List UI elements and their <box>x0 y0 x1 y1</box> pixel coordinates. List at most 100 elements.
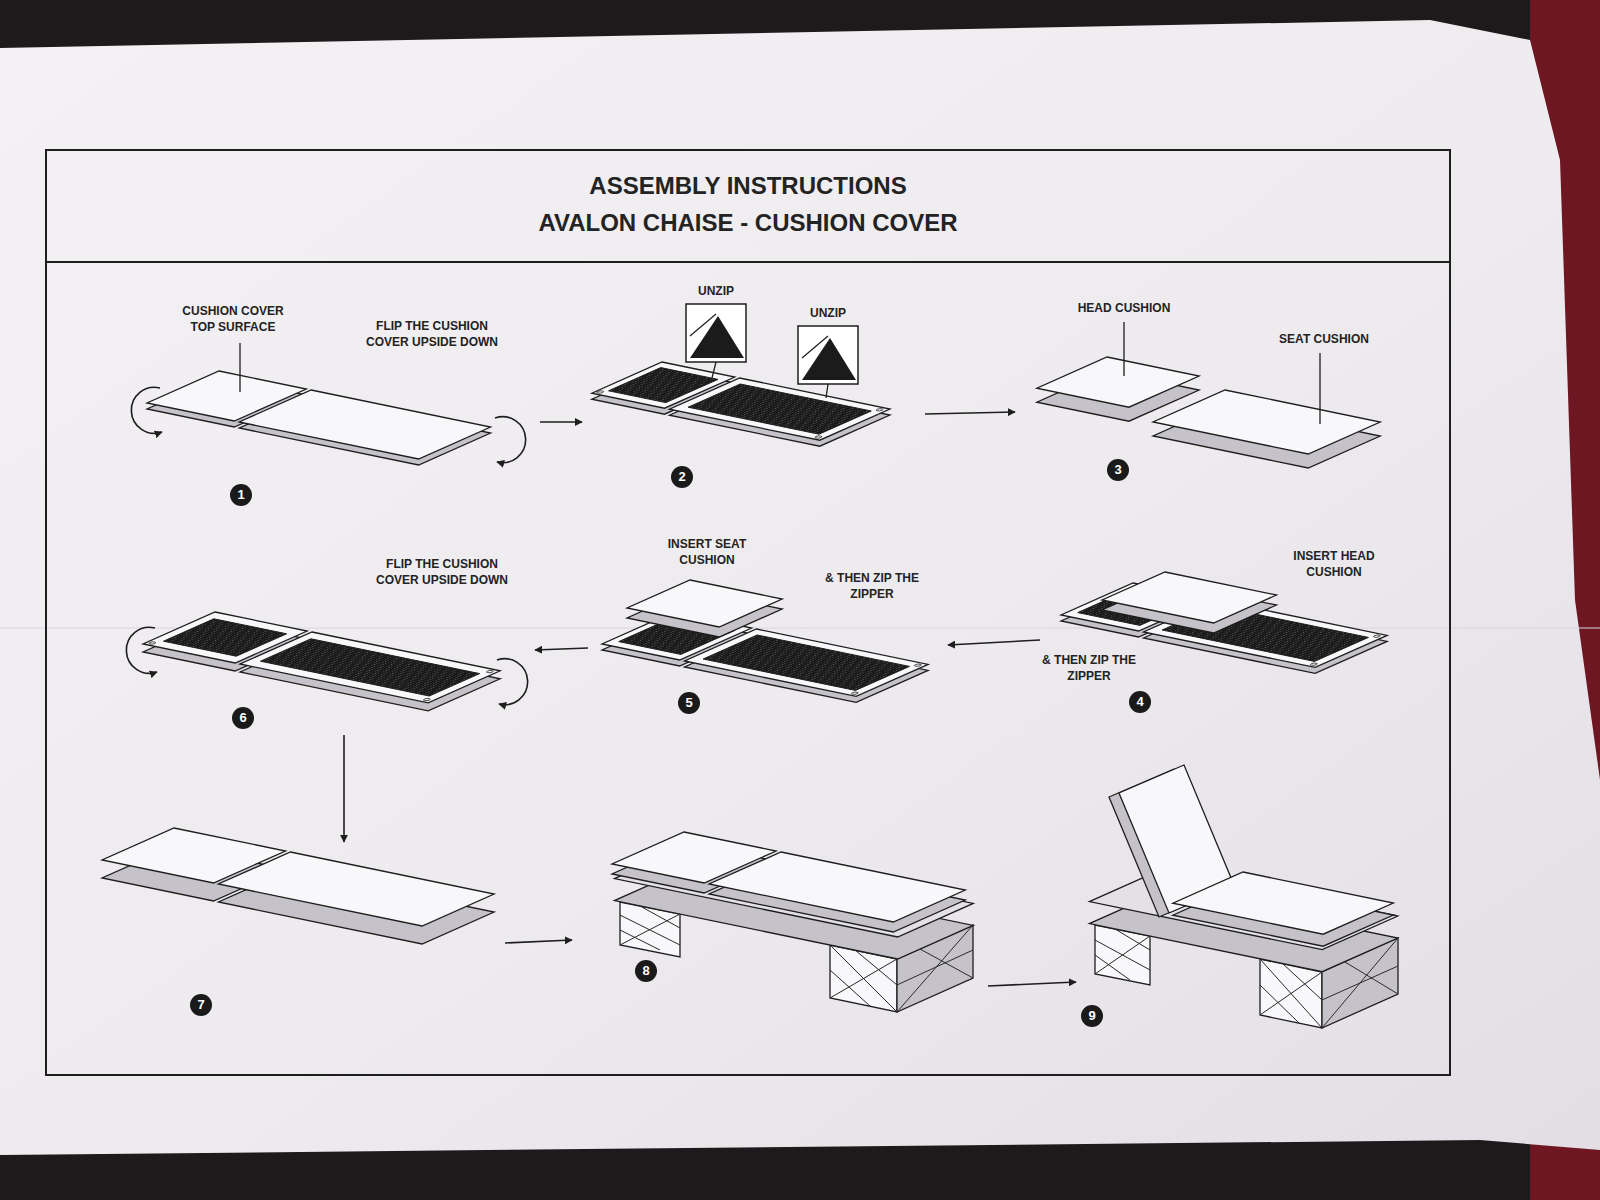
step-number-badge: 2 <box>671 466 693 488</box>
callout-number: 9 <box>1088 1009 1095 1023</box>
finished-cushion-illustration <box>218 852 494 926</box>
step-number-badge: 7 <box>190 994 212 1016</box>
badge-circle <box>1129 691 1151 713</box>
badge-circle <box>1107 459 1129 481</box>
badge-circle <box>635 960 657 982</box>
flip-arrow <box>131 387 162 433</box>
chaise-illustration <box>612 832 965 922</box>
cushion-cover-illustration <box>239 343 240 392</box>
part-label: CUSHION COVER TOP SURFACE <box>173 303 293 335</box>
badge-circle <box>1081 1005 1103 1027</box>
flip-arrow <box>495 417 526 463</box>
step-number-badge: 3 <box>1107 459 1129 481</box>
step-number-badge: 5 <box>678 692 700 714</box>
photo-background <box>0 20 1600 1155</box>
open-cover-illustration <box>1102 572 1277 623</box>
step-number-badge: 9 <box>1081 1005 1103 1027</box>
open-cover-illustration <box>148 642 157 645</box>
zipper-detail-inset <box>712 362 716 378</box>
instruction-text: INSERT SEAT CUSHION <box>651 536 763 568</box>
instruction-frame <box>46 150 1450 1075</box>
step-arrow <box>535 648 588 650</box>
open-cover-illustration <box>669 378 890 440</box>
chaise-illustration <box>1095 929 1150 980</box>
open-cover-illustration <box>143 612 500 703</box>
instruction-text: & THEN ZIP THE ZIPPER <box>1031 652 1147 684</box>
open-cover-illustration <box>596 391 605 394</box>
open-cover-illustration <box>1102 572 1277 623</box>
open-cover-illustration <box>627 580 782 627</box>
badge-circle <box>232 707 254 729</box>
open-cover-illustration <box>261 639 480 696</box>
flip-arrow <box>126 627 157 673</box>
open-cover-illustration <box>913 664 922 667</box>
chaise-illustration <box>1089 765 1398 1028</box>
open-cover-illustration <box>688 384 871 434</box>
instruction-text: FLIP THE CUSHION COVER UPSIDE DOWN <box>365 318 499 350</box>
badge-content: 8 <box>635 960 657 982</box>
open-cover-illustration <box>422 698 431 701</box>
callout-number: 1 <box>237 488 244 502</box>
chaise-illustration <box>1173 872 1394 934</box>
instruction-text: UNZIP <box>681 283 751 299</box>
open-cover-illustration <box>684 629 928 696</box>
badge-content: 3 <box>1107 459 1129 481</box>
zipper-detail-inset <box>686 304 746 362</box>
open-cover-illustration <box>875 408 884 411</box>
badge-content: 9 <box>1081 1005 1103 1027</box>
zipper-detail-inset <box>798 326 858 384</box>
instruction-frame <box>46 150 1450 1075</box>
cushion-illustration <box>1037 357 1199 407</box>
step-number-badge: 6 <box>232 707 254 729</box>
open-cover-illustration <box>1372 635 1381 638</box>
open-cover-illustration <box>850 692 859 695</box>
open-cover-illustration <box>602 612 928 696</box>
flip-arrow <box>126 627 527 704</box>
cushion-illustration <box>1153 390 1380 454</box>
callout-number: 7 <box>197 998 204 1012</box>
finished-cushion-illustration <box>102 828 494 926</box>
badge-circle <box>230 484 252 506</box>
cushion-illustration <box>1037 357 1199 407</box>
zipper-detail-inset <box>802 338 856 380</box>
cushion-cover-illustration <box>147 371 491 459</box>
open-cover-illustration <box>602 618 928 702</box>
instruction-text: INSERT HEAD CUSHION <box>1278 548 1390 580</box>
step-arrow <box>343 735 345 842</box>
badge-circle <box>678 692 700 714</box>
open-cover-illustration <box>1309 663 1318 666</box>
open-cover-illustration <box>143 612 500 711</box>
open-cover-illustration <box>609 368 718 403</box>
flip-arrow <box>497 659 528 705</box>
chaise-illustration <box>709 852 965 922</box>
open-cover-illustration <box>164 619 287 656</box>
callout-number: 2 <box>678 470 685 484</box>
step-arrow <box>540 421 582 423</box>
badge-content: 7 <box>190 994 212 1016</box>
chaise-illustration <box>1089 868 1397 950</box>
chaise-illustration <box>612 832 973 1012</box>
step-arrow <box>925 412 1015 414</box>
step-number-badge: 1 <box>230 484 252 506</box>
instruction-text: UNZIP <box>793 305 863 321</box>
step-number-badge: 8 <box>635 960 657 982</box>
cushion-illustration <box>1153 390 1380 454</box>
badge-circle <box>671 466 693 488</box>
zipper-detail-inset <box>802 336 828 358</box>
badge-content: 2 <box>671 466 693 488</box>
open-cover-illustration <box>240 632 500 703</box>
callout-number: 5 <box>685 696 692 710</box>
step-arrow <box>948 640 1040 645</box>
instruction-frame <box>46 261 1450 263</box>
cushion-illustration <box>1123 322 1124 376</box>
open-cover-illustration <box>814 436 823 439</box>
subtitle: AVALON CHAISE - CUSHION COVER <box>298 207 1198 239</box>
step-arrow <box>505 940 572 943</box>
finished-cushion-illustration <box>102 828 494 944</box>
step-arrow <box>988 982 1076 986</box>
open-cover-illustration <box>627 580 782 627</box>
